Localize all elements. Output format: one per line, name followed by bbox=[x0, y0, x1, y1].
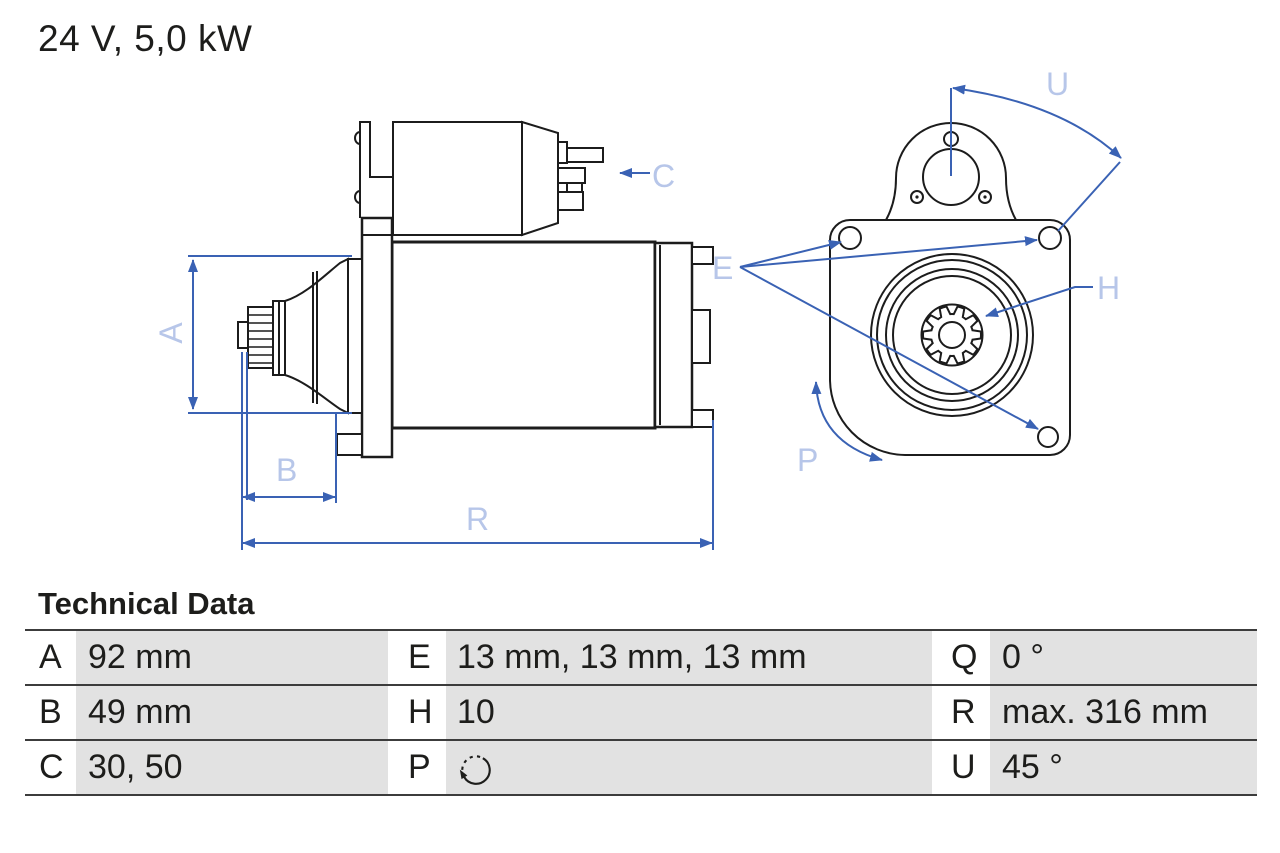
solenoid-body bbox=[392, 121, 523, 236]
spec-key: H bbox=[388, 686, 446, 739]
pinion-teeth bbox=[921, 305, 983, 365]
spec-key: A bbox=[25, 631, 76, 684]
dimension-p bbox=[811, 381, 883, 462]
dim-label-u: U bbox=[1046, 66, 1069, 102]
spec-value: 92 mm bbox=[76, 631, 388, 684]
starter-motor-technical-drawing: A B R C E H U P bbox=[153, 66, 1122, 550]
dimension-b bbox=[241, 352, 337, 550]
dim-label-a: A bbox=[153, 322, 189, 344]
spec-value: 30, 50 bbox=[76, 741, 388, 794]
motor-body bbox=[390, 240, 657, 430]
dimension-a bbox=[188, 255, 352, 414]
solenoid-terminals bbox=[557, 141, 604, 211]
dim-label-c: C bbox=[652, 158, 675, 194]
technical-data-table: A 92 mm E 13 mm, 13 mm, 13 mm Q 0 ° B 49… bbox=[25, 629, 1257, 796]
dimension-r bbox=[242, 420, 714, 550]
table-row: C 30, 50 P U 45 ° bbox=[25, 739, 1257, 796]
bolt-hole-bottom-right bbox=[1037, 426, 1059, 448]
table-row: B 49 mm H 10 R max. 316 mm bbox=[25, 684, 1257, 739]
spec-key: U bbox=[932, 741, 990, 794]
bolt-hole-top-right bbox=[1038, 226, 1062, 250]
solenoid-bracket bbox=[359, 121, 393, 218]
end-cap bbox=[653, 241, 694, 429]
pinion-gear bbox=[247, 306, 274, 369]
dim-label-e: E bbox=[712, 250, 733, 286]
spec-value: max. 316 mm bbox=[990, 686, 1257, 739]
technical-data-heading: Technical Data bbox=[38, 586, 255, 621]
solenoid-taper bbox=[521, 120, 559, 237]
dimension-e bbox=[739, 236, 1039, 430]
table-row: A 92 mm E 13 mm, 13 mm, 13 mm Q 0 ° bbox=[25, 629, 1257, 684]
spec-key: Q bbox=[932, 631, 990, 684]
rotation-direction-icon bbox=[459, 754, 491, 785]
dim-label-r: R bbox=[466, 501, 489, 537]
spec-value bbox=[446, 741, 932, 794]
spec-key: P bbox=[388, 741, 446, 794]
spec-key: E bbox=[388, 631, 446, 684]
spec-value: 45 ° bbox=[990, 741, 1257, 794]
bolt-hole-top-left bbox=[838, 226, 862, 250]
dim-label-h: H bbox=[1097, 270, 1120, 306]
spec-value: 10 bbox=[446, 686, 932, 739]
dimension-labels: A B R C E H U P bbox=[153, 66, 1120, 537]
dim-label-p: P bbox=[797, 442, 818, 478]
pinion-shaft-stub bbox=[237, 321, 249, 349]
flange-foot bbox=[336, 433, 363, 456]
side-view bbox=[237, 120, 714, 459]
spec-value: 49 mm bbox=[76, 686, 388, 739]
dimension-h bbox=[985, 286, 1093, 318]
dimension-lines bbox=[188, 84, 1122, 550]
spec-key: C bbox=[25, 741, 76, 794]
dim-label-b: B bbox=[276, 452, 297, 488]
spec-value: 13 mm, 13 mm, 13 mm bbox=[446, 631, 932, 684]
spec-value: 0 ° bbox=[990, 631, 1257, 684]
dimension-u bbox=[950, 84, 1122, 232]
spec-key: R bbox=[932, 686, 990, 739]
mounting-flange bbox=[360, 216, 394, 459]
page-title: 24 V, 5,0 kW bbox=[38, 18, 253, 59]
spec-key: B bbox=[25, 686, 76, 739]
